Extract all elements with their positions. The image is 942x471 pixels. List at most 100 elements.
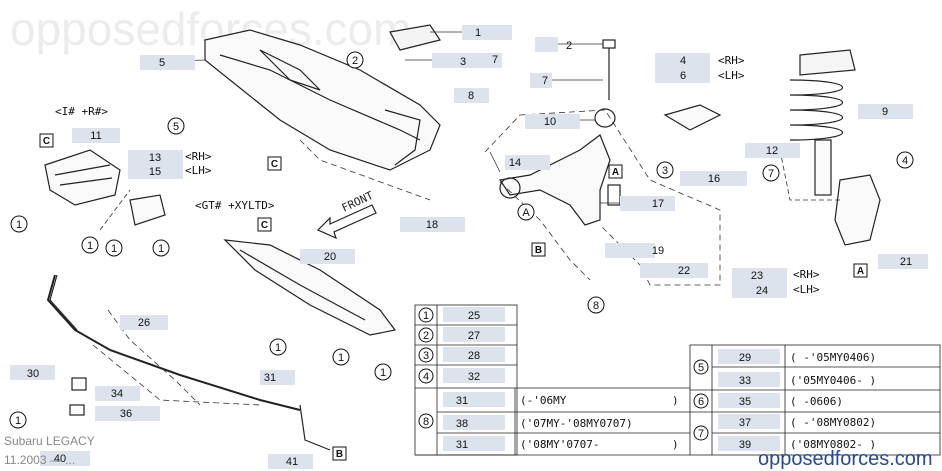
legend-left-part: 28 — [468, 350, 480, 362]
callout-30: 30 — [27, 368, 39, 380]
callout-20: 20 — [324, 251, 336, 263]
callout-36: 36 — [120, 408, 132, 420]
svg-text:1: 1 — [275, 342, 281, 354]
svg-text:8: 8 — [593, 300, 599, 312]
svg-text:1: 1 — [87, 240, 93, 252]
svg-text:C: C — [261, 220, 268, 231]
svg-text:1: 1 — [158, 243, 164, 255]
circle-mark-1-f: 1 — [332, 348, 350, 366]
bushing-part-14 — [499, 177, 521, 199]
svg-text:1: 1 — [15, 415, 21, 427]
legend-8-mark: 8 — [423, 416, 429, 428]
callout-23: 23 — [751, 270, 763, 282]
svg-text:A: A — [522, 207, 530, 219]
callout-13: 13 — [149, 152, 161, 164]
circle-mark-1-b: 1 — [81, 236, 99, 254]
legend-8-range-close: ) — [672, 394, 679, 407]
bushing-part-34 — [71, 377, 87, 391]
legend-right-mark-circle — [693, 425, 709, 441]
cover-ribs — [54, 164, 113, 186]
legend-8-mark-circle — [418, 413, 434, 429]
circle-mark-1-e: 1 — [269, 338, 287, 356]
legend-right-part-box — [718, 372, 780, 387]
footer-model: Subaru LEGACY — [4, 434, 95, 448]
legend-8-range: ('07MY-'08MY0707) — [520, 417, 633, 430]
legend-left-mark-circle — [418, 307, 434, 323]
callout-2: 2 — [566, 40, 572, 52]
crossmember-mount — [384, 109, 421, 166]
callout-40: 40 — [54, 453, 66, 465]
box-mark-c-2: C — [267, 156, 282, 171]
bracket-part-13-15 — [129, 194, 166, 226]
legend-left-mark: 1 — [423, 310, 429, 322]
bushing-part-10 — [594, 108, 616, 128]
legend-right-range: ('05MY0406- ) — [790, 374, 876, 387]
svg-text:7: 7 — [768, 168, 774, 180]
part-numbers: 1 5 3 7 2 7 8 10 4 6 9 12 16 14 17 18 19… — [27, 27, 912, 468]
legend-left-part: 25 — [468, 310, 480, 322]
callout-31: 31 — [264, 372, 276, 384]
box-mark-a-2: A — [853, 263, 868, 278]
legend-right-mark: 5 — [698, 362, 704, 374]
legend-right-frame — [689, 344, 941, 456]
legend-8-part-box — [443, 392, 505, 407]
lower-arm — [498, 134, 611, 226]
callout-18: 18 — [426, 219, 438, 231]
legend-right-part-box — [718, 349, 780, 364]
legend-right-range: ('08MY0802- ) — [790, 438, 876, 451]
legend-left-part-box — [443, 307, 505, 322]
legend-right-mark-circle — [693, 359, 709, 375]
strut-body — [814, 139, 832, 196]
circle-mark-1-d: 1 — [152, 239, 170, 257]
circle-mark-8: 8 — [587, 296, 605, 314]
coil-spring — [789, 79, 843, 141]
crossmember-rib — [219, 54, 421, 141]
leader-knuckle-dash — [779, 149, 840, 201]
svg-text:2: 2 — [352, 55, 358, 67]
legend-left-mark: 2 — [423, 330, 429, 342]
leader-bracket-dash — [99, 189, 131, 231]
legend-8-range: ('08MY'0707- — [520, 438, 599, 451]
circle-mark-7: 7 — [762, 164, 780, 182]
callout-15: 15 — [149, 166, 161, 178]
callout-1: 1 — [475, 27, 481, 39]
legend-right-range: ( -0606) — [790, 395, 843, 408]
callout-6: 6 — [680, 70, 686, 82]
legend-left-part-box — [443, 368, 505, 383]
knuckle — [834, 174, 881, 246]
legend-right-part: 35 — [739, 396, 751, 408]
spec-label-top-left: <I# +R#> — [55, 105, 108, 118]
legend-right-part: 37 — [739, 417, 751, 429]
bolt-part-2 — [602, 39, 616, 49]
legend-8-range-close: ) — [672, 438, 679, 451]
cover-part-11 — [44, 149, 121, 206]
part-label-boxes — [10, 25, 928, 469]
legend-right-part: 39 — [739, 439, 751, 451]
box-mark-b-2: B — [332, 446, 347, 461]
legend-left-mark: 4 — [423, 371, 429, 383]
lh-label-15: <LH> — [185, 164, 212, 177]
callout-17: 17 — [652, 198, 664, 210]
callout-14: 14 — [509, 157, 521, 169]
svg-text:5: 5 — [173, 121, 179, 133]
callout-16: 16 — [708, 173, 720, 185]
callout-7-top: 7 — [492, 54, 498, 66]
callout-11: 11 — [90, 130, 101, 142]
circle-mark-5: 5 — [167, 117, 185, 135]
svg-text:1: 1 — [111, 243, 117, 255]
callout-12: 12 — [766, 145, 778, 157]
legend-8-part-box — [443, 415, 505, 430]
legend-left-mark-circle — [418, 368, 434, 384]
box-mark-b-1: B — [531, 242, 546, 257]
leader-arm-outline — [484, 109, 721, 286]
callout-8: 8 — [468, 90, 474, 102]
circle-mark-4: 4 — [896, 151, 914, 169]
front-crossmember — [204, 29, 441, 171]
svg-text:C: C — [43, 136, 50, 147]
legend-right-mark: 7 — [698, 428, 704, 440]
rh-label-4: <RH> — [718, 54, 745, 67]
crossmember-pocket — [259, 49, 321, 91]
callout-24: 24 — [756, 285, 768, 297]
